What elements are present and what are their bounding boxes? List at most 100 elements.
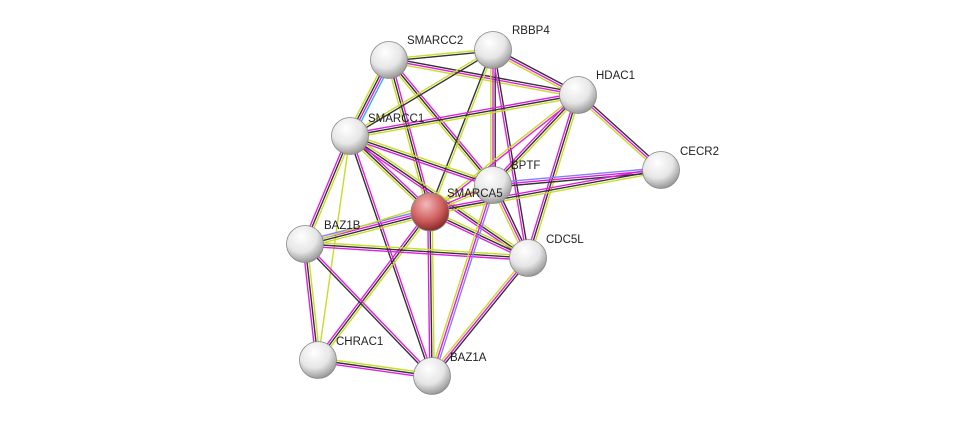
evidence-line (305, 212, 431, 246)
evidence-line (350, 133, 494, 184)
evidence-line (350, 50, 494, 138)
node-sphere[interactable] (559, 76, 597, 114)
evidence-line (431, 211, 435, 376)
evidence-line (350, 133, 530, 257)
node-label: SMARCA5 (447, 188, 503, 200)
evidence-line (428, 49, 493, 212)
evidence-line (429, 256, 527, 376)
evidence-line (350, 96, 579, 139)
node-sphere[interactable] (413, 357, 451, 395)
node-baz1b[interactable]: BAZ1B (286, 220, 361, 263)
node-smarcc2[interactable]: SMARCC2 (370, 35, 464, 79)
evidence-line (305, 214, 431, 248)
evidence-line (429, 167, 661, 211)
evidence-line (390, 59, 433, 212)
evidence-line (527, 94, 579, 259)
evidence-line (319, 212, 433, 362)
evidence-line (304, 184, 494, 245)
evidence-line (304, 135, 351, 245)
edge-smarcc1-baz1b[interactable] (302, 134, 353, 246)
evidence-line (306, 243, 321, 360)
evidence-line (303, 244, 432, 378)
node-sphere[interactable] (410, 192, 450, 232)
node-sphere[interactable] (286, 225, 324, 263)
evidence-line (302, 134, 349, 244)
evidence-line (427, 212, 431, 377)
node-label: SMARCC2 (407, 35, 463, 47)
node-sphere[interactable] (370, 41, 408, 79)
edge-rbbp4-smarca5[interactable] (428, 49, 495, 213)
evidence-line (431, 257, 529, 377)
node-rbbp4[interactable]: RBBP4 (474, 25, 551, 69)
edge-cdc5l-baz1a[interactable] (429, 256, 531, 378)
node-label: SMARCC1 (368, 113, 424, 125)
edge-smarca5-baz1a[interactable] (427, 211, 435, 377)
edge-hdac1-smarcc1[interactable] (349, 92, 579, 139)
evidence-line (349, 137, 493, 188)
edge-smarca5-chrac1[interactable] (315, 210, 433, 362)
edge-rbbp4-smarcc1[interactable] (349, 48, 494, 138)
node-label: BPTF (511, 160, 540, 172)
evidence-line (429, 184, 492, 376)
evidence-line (302, 244, 317, 361)
edge-chrac1-baz1a[interactable] (317, 357, 433, 379)
evidence-line (349, 92, 578, 135)
edge-bptf-baz1a[interactable] (429, 184, 496, 377)
evidence-line (305, 241, 529, 257)
edge-smarcc1-bptf[interactable] (349, 133, 494, 188)
evidence-line (492, 94, 579, 186)
edge-smarcc1-baz1a[interactable] (348, 135, 434, 377)
evidence-line (429, 169, 662, 213)
evidence-line (349, 94, 579, 137)
node-label: RBBP4 (512, 25, 550, 37)
evidence-line (430, 171, 662, 215)
node-hdac1[interactable]: HDAC1 (559, 70, 635, 114)
evidence-line (348, 136, 432, 377)
evidence-line (492, 167, 661, 184)
evidence-line (430, 50, 495, 213)
evidence-line (429, 211, 433, 377)
evidence-line (317, 359, 433, 377)
evidence-line (350, 135, 434, 376)
evidence-line (430, 95, 580, 214)
node-bptf[interactable]: BPTF (474, 160, 541, 204)
edge-baz1b-cdc5l[interactable] (304, 241, 529, 261)
edge-baz1b-chrac1[interactable] (302, 243, 321, 361)
evidence-line (317, 361, 432, 379)
node-smarca5[interactable]: SMARCA5 (410, 188, 503, 232)
evidence-line (431, 184, 494, 377)
node-sphere[interactable] (642, 151, 680, 189)
node-cdc5l[interactable]: CDC5L (509, 234, 585, 277)
evidence-line (318, 357, 433, 375)
node-sphere[interactable] (299, 341, 337, 379)
edge-baz1b-bptf[interactable] (304, 184, 494, 245)
evidence-line (386, 60, 492, 187)
node-sphere[interactable] (474, 31, 512, 69)
node-cecr2[interactable]: CECR2 (642, 146, 719, 189)
evidence-line (317, 211, 431, 361)
node-chrac1[interactable]: CHRAC1 (299, 336, 384, 379)
evidence-line (315, 210, 429, 360)
node-smarcc1[interactable]: SMARCC1 (331, 113, 425, 155)
node-sphere[interactable] (474, 166, 512, 204)
edge-smarca5-cecr2[interactable] (429, 167, 662, 215)
edge-hdac1-smarca5[interactable] (428, 93, 580, 214)
evidence-line (349, 48, 493, 136)
evidence-line (304, 243, 319, 361)
edge-baz1b-baz1a[interactable] (303, 242, 434, 378)
evidence-line (494, 96, 581, 187)
node-label: CECR2 (680, 146, 719, 158)
evidence-line (305, 242, 434, 376)
evidence-line (304, 243, 529, 259)
node-baz1a[interactable]: BAZ1A (413, 352, 487, 395)
evidence-line (306, 136, 353, 246)
node-label: HDAC1 (596, 70, 635, 82)
node-sphere[interactable] (509, 239, 547, 277)
evidence-line (428, 93, 578, 212)
node-sphere[interactable] (331, 117, 369, 155)
edge-rbbp4-cdc5l[interactable] (491, 49, 530, 259)
node-label: CDC5L (546, 234, 584, 246)
evidence-line (304, 245, 528, 261)
